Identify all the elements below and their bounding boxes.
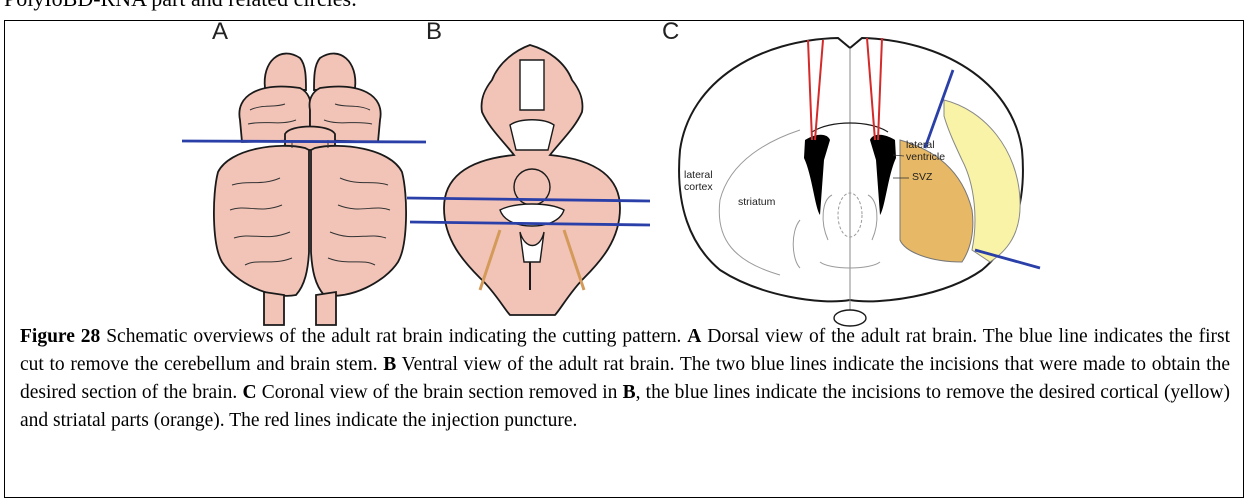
figure-illustration: lateral cortex striatum lateral ventricl… — [0, 0, 1252, 330]
svz-label: SVZ — [912, 171, 933, 183]
caption-figure-id: Figure 28 — [20, 326, 100, 347]
caption-b-label: B — [383, 354, 396, 375]
caption-c-ref: B — [623, 382, 636, 403]
lateral-ventricle-label-line1: lateral — [906, 139, 935, 151]
coronal-section-drawing — [679, 38, 1023, 326]
caption-intro: Schematic overviews of the adult rat bra… — [100, 326, 687, 347]
lateral-cortex-label-line1: lateral — [684, 169, 713, 181]
dorsal-cut-line — [182, 141, 426, 142]
striatum-label: striatum — [738, 196, 776, 208]
lateral-cortex-label-line2: cortex — [684, 181, 713, 193]
caption-c-text: Coronal view of the brain section remove… — [257, 382, 623, 403]
figure-caption: Figure 28 Schematic overviews of the adu… — [20, 323, 1230, 435]
dorsal-brain-drawing — [214, 54, 406, 325]
caption-a-label: A — [687, 326, 701, 347]
lateral-ventricle-label-line2: ventricle — [906, 151, 945, 163]
caption-c-label: C — [242, 382, 256, 403]
